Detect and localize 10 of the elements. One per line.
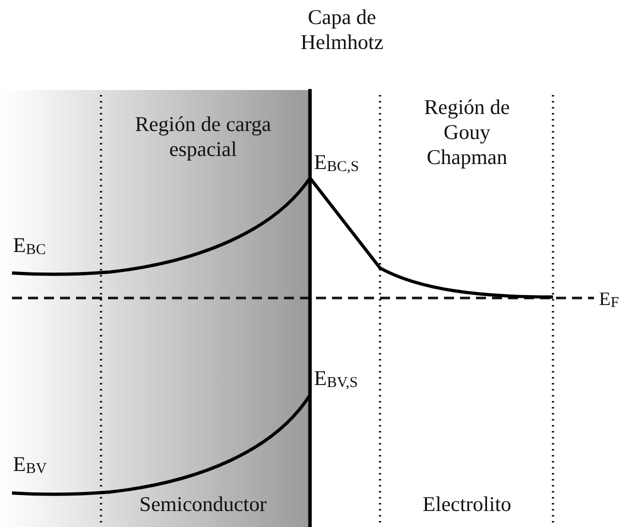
band-edge-label: E$_{BV}$ — [13, 452, 47, 479]
material-label: Electrolito — [422, 492, 512, 517]
layer-label: Capa de Helmhotz — [300, 5, 384, 55]
fermi-level-label: E$_{F}$ — [599, 288, 619, 313]
region-label: Región de carga espacial — [134, 112, 272, 162]
region-label: Región de Gouy Chapman — [423, 95, 511, 170]
band-edge-label: E$_{BC}$ — [13, 233, 46, 260]
material-label: Semiconductor — [138, 492, 268, 517]
band-edge-label: E$_{BV,S}$ — [314, 366, 358, 393]
band-edge-label: E$_{BC,S}$ — [314, 150, 359, 177]
